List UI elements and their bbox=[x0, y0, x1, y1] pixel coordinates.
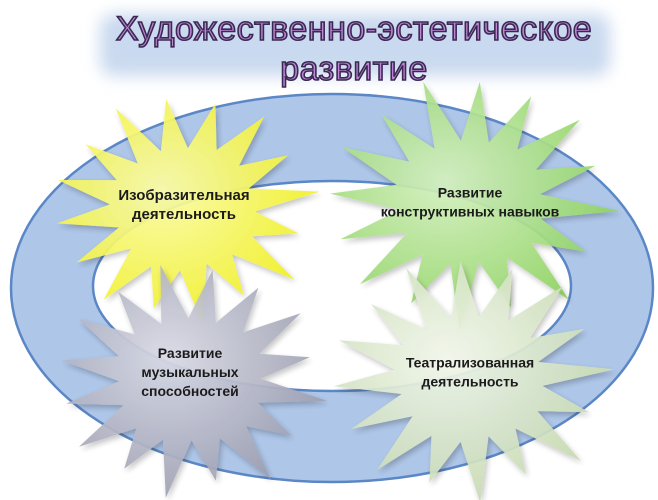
star-label-3-line-3: способностей bbox=[141, 383, 238, 399]
star-shape-1 bbox=[56, 99, 320, 325]
star-label-1-line-1: Изобразительная bbox=[118, 187, 249, 204]
star-label-2-line-2: конструктивных навыков bbox=[381, 203, 560, 219]
star-node-2: Развитие конструктивных навыков bbox=[329, 81, 620, 331]
title-line-1: Художественно-эстетическое bbox=[116, 10, 592, 48]
star-node-3: Развитие музыкальных способностей bbox=[61, 265, 327, 498]
title-line-2: развитие bbox=[280, 50, 428, 88]
star-label-2-line-1: Развитие bbox=[438, 184, 503, 200]
star-node-4: Театрализованная деятельность bbox=[333, 261, 615, 500]
star-shape-3 bbox=[61, 265, 327, 498]
star-node-1: Изобразительная деятельность bbox=[56, 99, 320, 325]
star-shape-4 bbox=[333, 261, 615, 500]
title-band bbox=[100, 14, 610, 76]
star-label-3-line-1: Развитие bbox=[158, 345, 223, 361]
star-label-1-line-2: деятельность bbox=[132, 206, 236, 223]
stars-layer: ИзобразительнаядеятельностьРазвитиеконст… bbox=[56, 81, 620, 500]
star-label-4-line-2: деятельность bbox=[421, 373, 518, 389]
star-label-4-line-1: Театрализованная bbox=[406, 354, 534, 370]
star-shape-2 bbox=[329, 81, 620, 331]
star-label-3-line-2: музыкальных bbox=[141, 364, 238, 380]
